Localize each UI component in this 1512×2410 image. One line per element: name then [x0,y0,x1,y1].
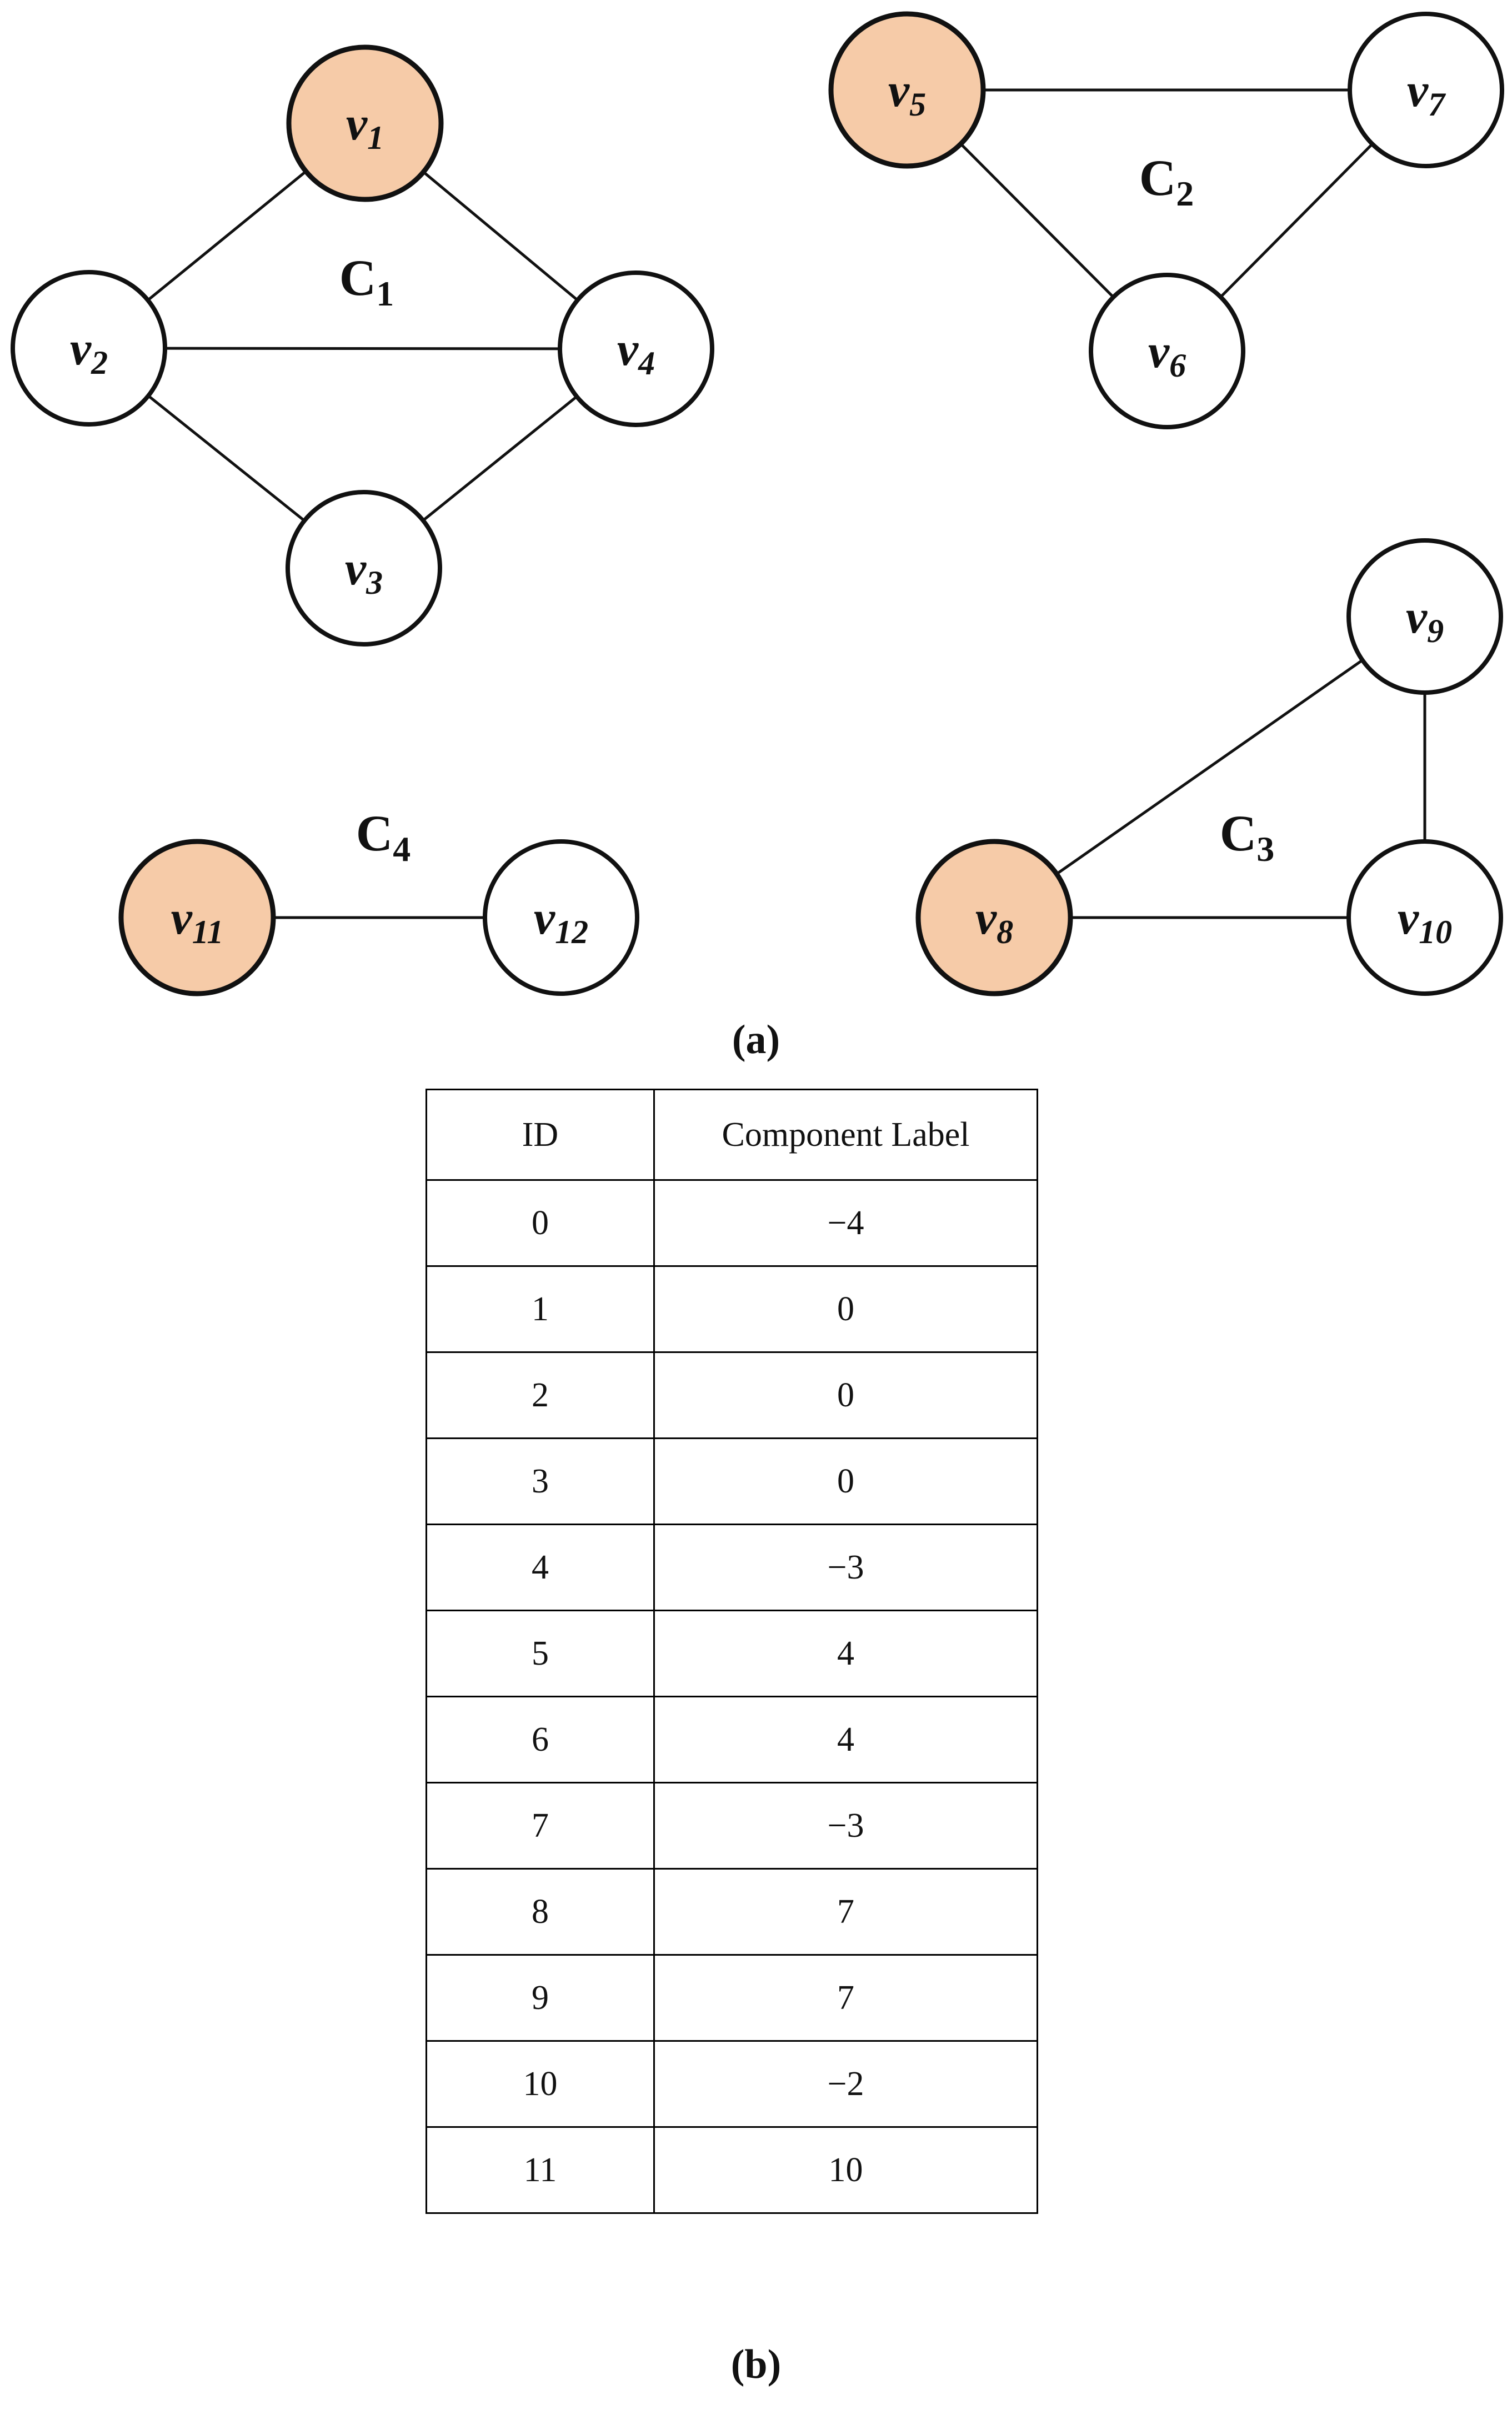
graph-node-v6[interactable]: v6 [1089,273,1245,429]
cell-id: 0 [425,1179,655,1267]
cell-component-label: 4 [653,1610,1038,1697]
graph-node-v11[interactable]: v11 [118,839,276,996]
node-label-v6: v6 [1148,324,1186,384]
node-layer: v1 v2 v3 v4 v5 v6 v7 v8 v9 v10 v11 v12 [11,11,1504,996]
component-label-C3: C3 [1220,805,1274,869]
node-circle-v6 [1089,273,1245,429]
node-label-v8: v8 [975,891,1013,950]
graph-node-v12[interactable]: v12 [483,839,639,996]
cell-component-label: 7 [653,1868,1038,1956]
cell-component-label: −3 [653,1782,1038,1870]
graph-node-v4[interactable]: v4 [558,270,714,427]
node-circle-v12 [483,839,639,996]
cell-id: 10 [425,2040,655,2128]
graph-edge-v2-v3 [147,394,306,522]
graph-node-v2[interactable]: v2 [11,270,167,427]
node-circle-v5 [828,11,986,169]
node-circle-v7 [1348,12,1504,168]
cell-id: 9 [425,1954,655,2042]
cell-component-label: 0 [653,1437,1038,1525]
node-label-v11: v11 [171,891,224,950]
cell-component-label: 7 [653,1954,1038,2042]
graph-node-v7[interactable]: v7 [1348,12,1504,168]
cell-component-label: 0 [653,1351,1038,1439]
table-row: 7−3 [425,1782,1038,1870]
caption-b: (b) [730,2342,782,2387]
cell-id: 8 [425,1868,655,1956]
cell-component-label: 10 [653,2126,1038,2214]
cell-id: 6 [425,1696,655,1783]
table-header-row: ID Component Label [425,1089,1038,1181]
cell-component-label: −2 [653,2040,1038,2128]
graph-edge-v5-v6 [959,143,1115,298]
cell-id: 5 [425,1610,655,1697]
table-row: 0−4 [425,1179,1038,1267]
graph-node-v10[interactable]: v10 [1346,839,1503,996]
cell-component-label: −3 [653,1524,1038,1611]
cell-id: 1 [425,1265,655,1353]
node-label-v3: v3 [345,542,383,601]
graph-edge-v1-v2 [147,170,307,302]
cell-component-label: 0 [653,1265,1038,1353]
graph-node-v3[interactable]: v3 [286,490,442,647]
graph-node-v8[interactable]: v8 [915,839,1073,996]
table-row: 10−2 [425,2040,1038,2128]
graph-edge-v6-v7 [1219,143,1374,298]
node-label-v10: v10 [1398,891,1452,950]
node-circle-v8 [915,839,1073,996]
cell-id: 4 [425,1524,655,1611]
graph-edge-v3-v4 [422,395,578,522]
node-label-v4: v4 [617,322,655,382]
graph-edge-v8-v9 [1055,659,1364,875]
cell-id: 7 [425,1782,655,1870]
graph-node-v1[interactable]: v1 [286,44,444,202]
cell-component-label: −4 [653,1179,1038,1267]
node-circle-v9 [1346,538,1503,695]
column-header-label: Component Label [653,1089,1038,1181]
cell-id: 3 [425,1437,655,1525]
graph-node-v5[interactable]: v5 [828,11,986,169]
edge-layer [147,88,1426,919]
component-label-C4: C4 [356,805,410,869]
cell-id: 2 [425,1351,655,1439]
graph-node-v9[interactable]: v9 [1346,538,1503,695]
node-circle-v4 [558,270,714,427]
column-header-id: ID [425,1089,655,1181]
node-circle-v10 [1346,839,1503,996]
node-circle-v11 [118,839,276,996]
node-circle-v1 [286,44,444,202]
component-label-C2: C2 [1139,149,1194,213]
cell-id: 11 [425,2126,655,2214]
node-circle-v3 [286,490,442,647]
caption-a: (a) [732,1017,780,1063]
node-label-v9: v9 [1406,590,1444,649]
graph-edge-v1-v4 [422,171,579,302]
component-label-C1: C1 [339,249,394,313]
node-label-v7: v7 [1407,63,1446,123]
cell-component-label: 4 [653,1696,1038,1783]
table-row: 4−3 [425,1524,1038,1611]
node-label-v12: v12 [534,891,588,950]
node-label-v1: v1 [346,97,384,156]
node-circle-v2 [11,270,167,427]
node-label-v2: v2 [70,322,108,381]
graph-edge-v2-v4 [164,347,560,350]
node-label-v5: v5 [888,63,926,123]
